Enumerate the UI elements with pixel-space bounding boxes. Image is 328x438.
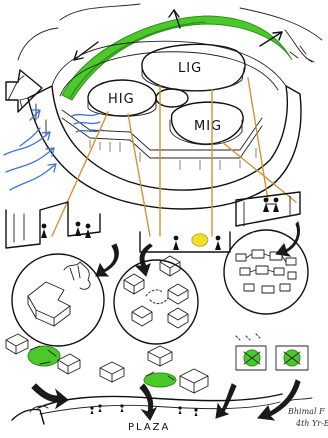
blue-wind-arrows (3, 109, 103, 191)
figure-group-left (41, 221, 91, 238)
plaza-label: PLAZA (128, 422, 170, 433)
plaza-figures (90, 404, 198, 416)
bottom-center-vignette (99, 345, 209, 394)
lig-block: LIG (141, 43, 246, 92)
signature-line2: 4th Yr-B (295, 419, 328, 428)
figure-group-right (263, 197, 279, 212)
signature-line1: Bhimal F (287, 407, 325, 416)
orange-connectors (51, 77, 297, 237)
small-block (155, 88, 189, 108)
hig-block: HIG (87, 79, 157, 117)
building-mass (19, 40, 302, 210)
mig-block: MIG (169, 101, 244, 145)
bottom-right-vignette (235, 333, 309, 371)
circle-center (113, 255, 199, 345)
lig-label: LIG (178, 61, 202, 76)
signature: Bhimal F 4th Yr-B (283, 397, 328, 428)
mig-label: MIG (194, 119, 222, 134)
circle-right (223, 229, 309, 315)
ground-strip (5, 191, 301, 253)
bottom-left-vignette (5, 333, 81, 375)
top-landscape (7, 3, 323, 101)
circle-left (11, 253, 105, 347)
down-arrows (95, 221, 300, 277)
figure-group-center (173, 233, 221, 250)
hig-label: HIG (108, 92, 135, 107)
left-arrow (5, 69, 43, 113)
wind-arrows-top (73, 9, 283, 61)
plaza-area: PLAZA (11, 379, 301, 433)
green-canopy (61, 15, 293, 101)
